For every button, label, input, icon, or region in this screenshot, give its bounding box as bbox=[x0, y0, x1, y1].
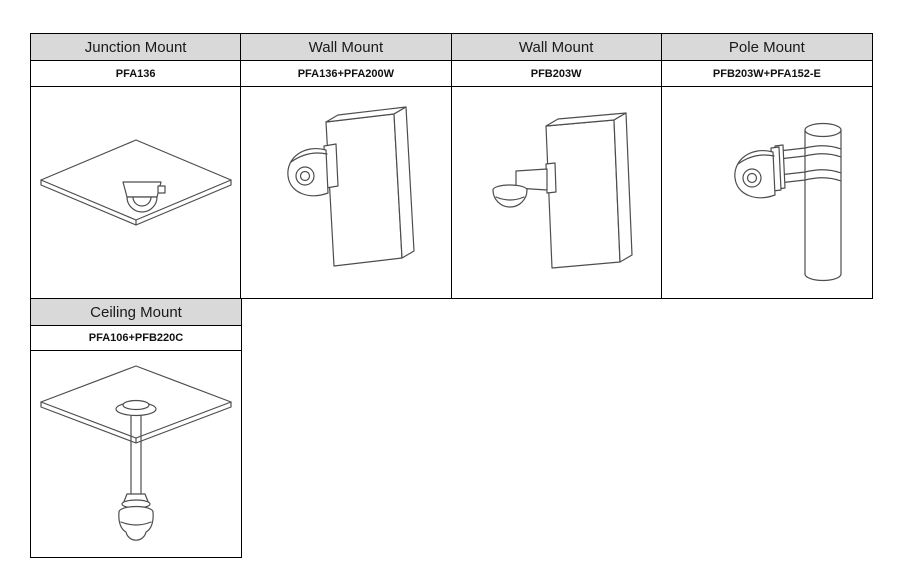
mount-model-ceiling: PFA106+PFB220C bbox=[31, 326, 241, 351]
mount-header-wall-1: Wall Mount bbox=[241, 34, 452, 61]
mount-header-junction: Junction Mount bbox=[31, 34, 242, 61]
pole-mount-illustration bbox=[734, 122, 842, 281]
mount-title: Wall Mount bbox=[308, 38, 384, 56]
mount-model-label: PFA106+PFB220C bbox=[88, 332, 184, 344]
mount-model-junction: PFA136 bbox=[31, 61, 242, 87]
mount-model-wall-2: PFB203W bbox=[451, 61, 662, 87]
mount-model-label: PFB203W bbox=[530, 67, 582, 80]
mount-model-label: PFA136+PFA200W bbox=[297, 67, 395, 80]
mount-title: Ceiling Mount bbox=[90, 303, 182, 321]
mount-title: Junction Mount bbox=[84, 38, 187, 56]
mount-drawing-cell-wall-1 bbox=[241, 87, 452, 298]
mount-header-pole: Pole Mount bbox=[661, 34, 872, 61]
mount-title: Wall Mount bbox=[518, 38, 594, 56]
mount-drawing-cell-wall-2 bbox=[451, 87, 662, 298]
mount-header-ceiling: Ceiling Mount bbox=[31, 299, 241, 326]
mount-options-table: Junction Mount Wall Mount Wall Mount Pol… bbox=[30, 33, 873, 299]
mount-model-label: PFA136 bbox=[115, 67, 156, 80]
mount-model-pole: PFB203W+PFA152-E bbox=[661, 61, 872, 87]
mount-title: Pole Mount bbox=[728, 38, 805, 56]
ceiling-mount-illustration bbox=[40, 365, 232, 541]
mount-drawing-cell-ceiling bbox=[31, 351, 241, 557]
junction-mount-illustration bbox=[40, 138, 232, 226]
wall-mount-pfb203w-illustration bbox=[492, 111, 633, 269]
mount-drawing-cell-junction bbox=[31, 87, 242, 298]
mount-header-wall-2: Wall Mount bbox=[451, 34, 662, 61]
mount-model-wall-1: PFA136+PFA200W bbox=[241, 61, 452, 87]
wall-mount-pfa200w-illustration bbox=[287, 105, 415, 267]
ceiling-mount-table: Ceiling Mount PFA106+PFB220C bbox=[30, 298, 242, 558]
mount-model-label: PFB203W+PFA152-E bbox=[712, 67, 821, 80]
mount-drawing-cell-pole bbox=[661, 87, 872, 298]
